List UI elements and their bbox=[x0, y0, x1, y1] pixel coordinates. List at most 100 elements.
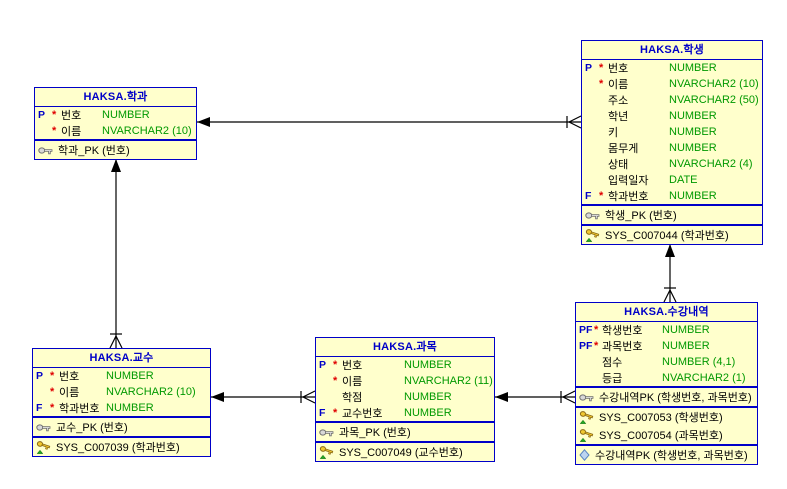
column-name: 번호 bbox=[61, 110, 82, 122]
table-title: HAKSA.학생 bbox=[582, 41, 762, 60]
column-row: 키 NUMBER bbox=[582, 124, 762, 140]
column-name: 학생번호 bbox=[602, 325, 643, 337]
required-star: * bbox=[333, 407, 338, 419]
entity-table-hakgwa[interactable]: HAKSA.학과 P * 번호 NUMBER * 이름 NVARCHAR2 (1… bbox=[34, 87, 197, 160]
crow-foot bbox=[562, 396, 576, 404]
pk-constraint-row: 과목_PK (번호) bbox=[316, 423, 494, 441]
column-row: * 이름 NVARCHAR2 (11) bbox=[316, 373, 494, 389]
column-name: 입력일자 bbox=[608, 175, 649, 187]
table-title: HAKSA.수강내역 bbox=[576, 303, 757, 322]
column-name: 이름 bbox=[61, 126, 82, 138]
constraint-label: 과목_PK (번호) bbox=[339, 427, 411, 439]
column-type: NUMBER bbox=[404, 407, 452, 419]
crow-foot bbox=[562, 390, 576, 398]
column-type: NVARCHAR2 (10) bbox=[102, 125, 192, 137]
unique-index-row: 수강내역PK (학생번호, 과목번호) bbox=[576, 446, 757, 464]
column-row: P * 번호 NUMBER bbox=[33, 368, 210, 384]
fk-key-icon bbox=[579, 428, 594, 442]
column-type: NVARCHAR2 (1) bbox=[662, 372, 746, 384]
column-row: 몸무게 NUMBER bbox=[582, 140, 762, 156]
column-name: 학과번호 bbox=[608, 191, 649, 203]
arrow-one-end bbox=[211, 392, 224, 402]
column-row: * 이름 NVARCHAR2 (10) bbox=[582, 76, 762, 92]
column-name: 이름 bbox=[342, 376, 363, 388]
column-row: 입력일자 DATE bbox=[582, 172, 762, 188]
arrow-one-end bbox=[495, 392, 508, 402]
column-type: NUMBER bbox=[669, 110, 717, 122]
arrow-one-end bbox=[665, 244, 675, 257]
entity-table-gwamok[interactable]: HAKSA.과목 P * 번호 NUMBER * 이름 NVARCHAR2 (1… bbox=[315, 337, 495, 462]
column-row: * 이름 NVARCHAR2 (10) bbox=[33, 384, 210, 400]
required-star: * bbox=[333, 359, 338, 371]
column-name: 키 bbox=[608, 127, 619, 139]
pk-key-icon bbox=[319, 428, 334, 436]
column-row: P * 번호 NUMBER bbox=[316, 357, 494, 373]
unique-index-icon bbox=[579, 449, 590, 461]
column-name: 이름 bbox=[608, 79, 629, 91]
constraint-label: SYS_C007053 (학생번호) bbox=[599, 412, 723, 424]
column-type: NUMBER bbox=[669, 190, 717, 202]
column-row: 등급 NVARCHAR2 (1) bbox=[576, 370, 757, 386]
column-row: 주소 NVARCHAR2 (50) bbox=[582, 92, 762, 108]
entity-table-gyosu[interactable]: HAKSA.교수 P * 번호 NUMBER * 이름 NVARCHAR2 (1… bbox=[32, 348, 211, 457]
column-type: NUMBER bbox=[404, 391, 452, 403]
column-type: NVARCHAR2 (10) bbox=[669, 78, 759, 90]
crow-foot bbox=[663, 289, 671, 303]
column-name: 번호 bbox=[342, 360, 363, 372]
key-marker: F bbox=[36, 402, 43, 414]
column-row: F * 교수번호 NUMBER bbox=[316, 405, 494, 421]
column-name: 학년 bbox=[608, 111, 629, 123]
entity-table-haksaeng[interactable]: HAKSA.학생 P * 번호 NUMBER * 이름 NVARCHAR2 (1… bbox=[581, 40, 763, 245]
required-star: * bbox=[333, 375, 338, 387]
fk-constraint-row: SYS_C007044 (학과번호) bbox=[582, 226, 762, 244]
fk-constraint-row: SYS_C007049 (교수번호) bbox=[316, 443, 494, 461]
key-marker: P bbox=[585, 62, 593, 74]
column-type: DATE bbox=[669, 174, 698, 186]
column-row: 학점 NUMBER bbox=[316, 389, 494, 405]
pk-constraint-row: 학과_PK (번호) bbox=[35, 141, 196, 159]
relationship-gwamok-gyosu[interactable] bbox=[211, 390, 316, 404]
crow-foot bbox=[109, 335, 117, 349]
column-name: 과목번호 bbox=[602, 341, 643, 353]
column-row: PF * 학생번호 NUMBER bbox=[576, 322, 757, 338]
table-title: HAKSA.교수 bbox=[33, 349, 210, 368]
constraint-label: SYS_C007049 (교수번호) bbox=[339, 447, 463, 459]
relationship-sugang-gwamok[interactable] bbox=[495, 390, 576, 404]
crow-foot bbox=[115, 335, 123, 349]
pk-constraint-row: 교수_PK (번호) bbox=[33, 418, 210, 436]
fk-constraint-row: SYS_C007039 (학과번호) bbox=[33, 438, 210, 456]
constraint-label: 학과_PK (번호) bbox=[58, 145, 130, 157]
entity-table-sugangnaeyeok[interactable]: HAKSA.수강내역 PF * 학생번호 NUMBER PF * 과목번호 NU… bbox=[575, 302, 758, 465]
column-name: 이름 bbox=[59, 387, 80, 399]
column-name: 몸무게 bbox=[608, 143, 639, 155]
column-type: NVARCHAR2 (10) bbox=[106, 386, 196, 398]
constraint-label: 학생_PK (번호) bbox=[605, 210, 677, 222]
relationship-sugang-haksaeng[interactable] bbox=[663, 244, 677, 303]
column-type: NUMBER bbox=[102, 109, 150, 121]
key-marker: F bbox=[585, 190, 592, 202]
column-type: NVARCHAR2 (50) bbox=[669, 94, 759, 106]
required-star: * bbox=[599, 62, 604, 74]
column-name: 점수 bbox=[602, 357, 623, 369]
column-row: * 이름 NVARCHAR2 (10) bbox=[35, 123, 196, 139]
column-row: 학년 NUMBER bbox=[582, 108, 762, 124]
fk-key-icon bbox=[36, 440, 51, 454]
required-star: * bbox=[50, 402, 55, 414]
key-marker: F bbox=[319, 407, 326, 419]
column-type: NVARCHAR2 (4) bbox=[669, 158, 753, 170]
crow-foot bbox=[568, 115, 582, 123]
column-type: NUMBER bbox=[106, 402, 154, 414]
relationship-gyosu-hakgwa[interactable] bbox=[109, 159, 123, 349]
relationship-haksaeng-hakgwa[interactable] bbox=[197, 115, 582, 129]
pk-key-icon bbox=[585, 211, 600, 219]
column-row: F * 학과번호 NUMBER bbox=[33, 400, 210, 416]
column-row: PF * 과목번호 NUMBER bbox=[576, 338, 757, 354]
column-row: 상태 NVARCHAR2 (4) bbox=[582, 156, 762, 172]
column-type: NUMBER bbox=[669, 126, 717, 138]
column-name: 주소 bbox=[608, 95, 629, 107]
column-name: 상태 bbox=[608, 159, 629, 171]
crow-foot bbox=[669, 289, 677, 303]
required-star: * bbox=[594, 324, 599, 336]
required-star: * bbox=[50, 386, 55, 398]
column-type: NUMBER bbox=[404, 359, 452, 371]
